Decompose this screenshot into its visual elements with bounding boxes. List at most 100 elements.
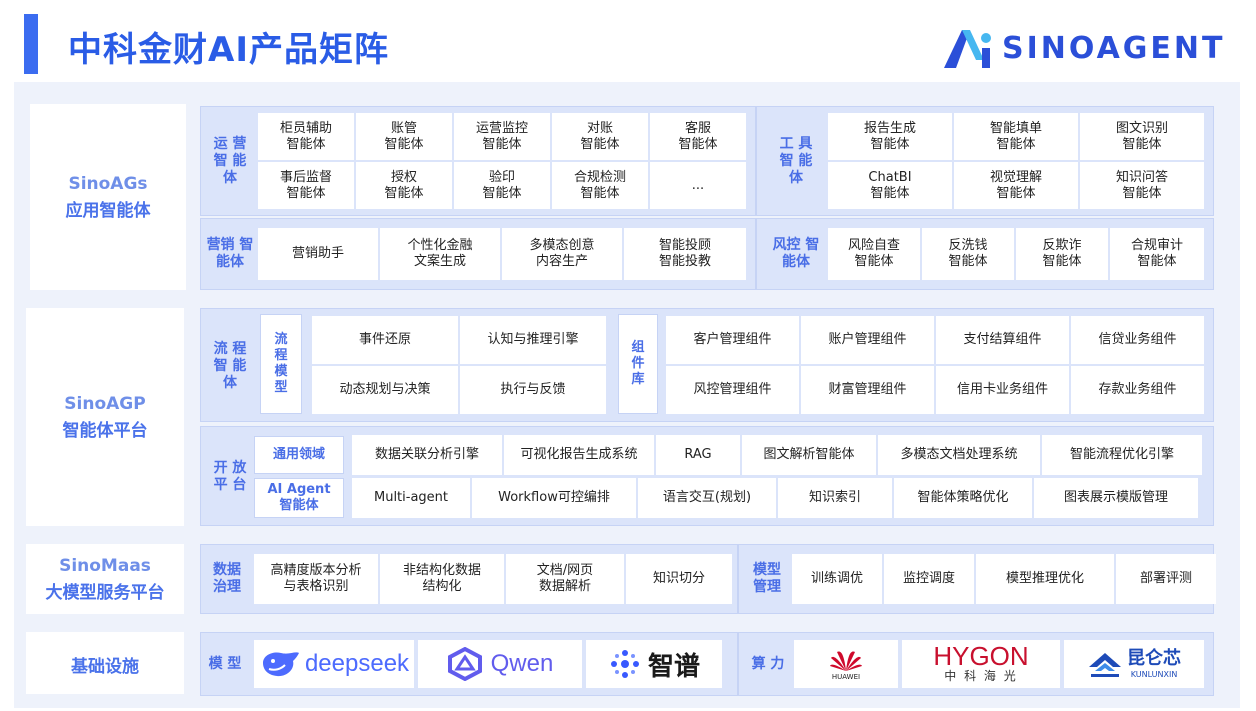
component-cell: 支付结算组件 [936,316,1069,364]
ai-agent-cell: 知识索引 [778,478,892,518]
ops-agent-cell: 运营监控 智能体 [454,113,550,160]
layer-label-platform: SinoAGP 智能体平台 [26,308,184,526]
component-cell: 客户管理组件 [666,316,799,364]
model-management-cell: 部署评测 [1116,554,1216,604]
model-management-cell: 监控调度 [884,554,974,604]
risk-agent-cell: 反洗钱 智能体 [922,228,1014,280]
layer-cn: 智能体平台 [62,420,148,441]
flow-agents-label: 流 程 智 能 体 [213,340,247,391]
ops-agent-cell: 事后监督 智能体 [258,162,354,209]
component-cell: 风控管理组件 [666,366,799,414]
risk-agents-label: 风控 智能体 [772,237,820,270]
risk-agent-cell: 风险自查 智能体 [828,228,920,280]
general-domain-cell: 数据关联分析引擎 [352,435,502,475]
component-cell: 信用卡业务组件 [936,366,1069,414]
open-platform-label: 开 放 平 台 [213,460,247,493]
ops-agent-cell: 验印 智能体 [454,162,550,209]
model-management-cell: 训练调优 [792,554,882,604]
brand-qwen: Qwen [418,640,582,688]
ai-agent-cell: 智能体策略优化 [894,478,1032,518]
kunlunxin-icon [1089,653,1121,677]
layer-cn: 应用智能体 [65,200,151,221]
layer-label-maas: SinoMaas 大模型服务平台 [26,544,184,614]
general-domain-cell: RAG [656,435,740,475]
general-domain-label: 通用领域 [254,436,344,474]
model-management-cell: 模型推理优化 [976,554,1114,604]
sinoagent-logo-icon [944,30,991,68]
ai-agent-cell: Multi-agent [352,478,470,518]
ai-agent-cell: Workflow可控编排 [472,478,636,518]
data-governance-label: 数据 治理 [213,562,241,595]
tool-agent-cell: 报告生成 智能体 [828,113,952,160]
general-domain-cell: 多模态文档处理系统 [878,435,1040,475]
ops-agent-cell: 合规检测 智能体 [552,162,648,209]
component-library-label: 组 件 库 [618,314,658,414]
component-cell: 账户管理组件 [801,316,934,364]
ops-agent-cell: 对账 智能体 [552,113,648,160]
layer-cn: 基础设施 [71,656,139,677]
layer-label-apps: SinoAGs 应用智能体 [30,104,186,290]
layer-label-infra: 基础设施 [26,632,184,694]
ops-agent-cell: 账管 智能体 [356,113,452,160]
logo-text: SINOAGENT [1002,30,1226,66]
kunlunxin-text: 昆仑芯 KUNLUNXIN [1127,648,1181,680]
risk-agent-cell: 合规审计 智能体 [1110,228,1204,280]
flow-cell: 事件还原 [312,316,458,364]
ops-agent-cell: 柜员辅助 智能体 [258,113,354,160]
brand-name: deepseek [304,650,410,677]
page-title: 中科金财AI产品矩阵 [68,30,389,70]
layer-en: SinoMaas [59,555,151,576]
risk-agent-cell: 反欺诈 智能体 [1016,228,1108,280]
models-label: 模 型 [208,655,242,672]
whale-icon [262,652,299,677]
zhipu-dots-icon [610,650,639,678]
brand-zhipu: 智谱 [586,640,722,688]
ops-agent-cell: 授权 智能体 [356,162,452,209]
ops-agent-cell: 客服 智能体 [650,113,746,160]
flow-cell: 动态规划与决策 [312,366,458,414]
data-governance-cell: 文档/网页 数据解析 [506,554,624,604]
ops-agent-cell: ... [650,162,746,209]
title-accent-bar [24,14,38,74]
marketing-agent-cell: 个性化金融 文案生成 [380,228,500,280]
general-domain-cell: 图文解析智能体 [742,435,876,475]
layer-cn: 大模型服务平台 [45,582,165,603]
tool-agent-cell: 智能填单 智能体 [954,113,1078,160]
brand-kunlunxin: 昆仑芯 KUNLUNXIN [1064,640,1204,688]
brand-name: Qwen [490,650,554,677]
marketing-agent-cell: 营销助手 [258,228,378,280]
qwen-icon [447,647,482,681]
brand-name: HUAWEI [831,672,861,681]
data-governance-cell: 非结构化数据 结构化 [380,554,504,604]
layer-en: SinoAGP [64,393,146,414]
tool-agent-cell: ChatBI 智能体 [828,162,952,209]
brand-subname: KUNLUNXIN [1130,670,1178,679]
brand-deepseek: deepseek [254,640,414,688]
ai-agent-cell: 图表展示模版管理 [1034,478,1198,518]
data-governance-cell: 知识切分 [626,554,732,604]
ai-agent-label: AI Agent 智能体 [254,478,344,518]
ops-agents-label: 运 营 智 能 体 [213,135,247,186]
general-domain-cell: 可视化报告生成系统 [504,435,654,475]
marketing-agent-cell: 多模态创意 内容生产 [502,228,622,280]
marketing-agents-label: 营销 智能体 [206,237,254,270]
tool-agent-cell: 视觉理解 智能体 [954,162,1078,209]
brand-hygon: HYGON 中 科 海 光 [902,640,1060,688]
compute-label: 算 力 [751,655,785,672]
marketing-agent-cell: 智能投顾 智能投教 [624,228,746,280]
model-management-label: 模型 管理 [753,562,781,595]
brand-name: 智谱 [647,651,700,682]
layer-en: SinoAGs [68,173,148,194]
brand-subname: 中 科 海 光 [944,669,1018,683]
brand-huawei: HUAWEI [794,640,898,688]
flow-cell: 认知与推理引擎 [460,316,606,364]
tool-agent-cell: 知识问答 智能体 [1080,162,1204,209]
component-cell: 财富管理组件 [801,366,934,414]
tool-agents-label: 工 具 智 能 体 [779,135,813,186]
ai-agent-cell: 语言交互(规划) [638,478,776,518]
brand-name: 昆仑芯 [1127,648,1181,669]
flow-model-label: 流 程 模 型 [260,314,302,414]
component-cell: 存款业务组件 [1071,366,1204,414]
huawei-petal-icon [830,651,862,671]
